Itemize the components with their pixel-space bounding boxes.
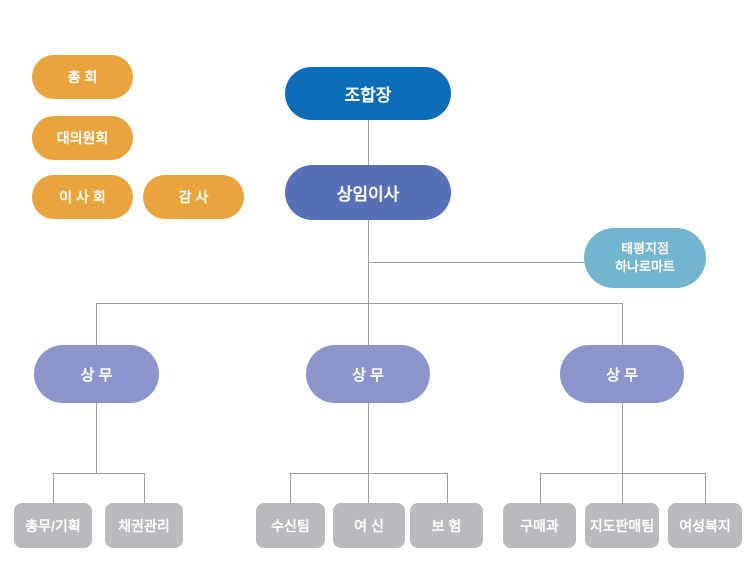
hanaro-branch-line2: 하나로마트	[615, 259, 675, 274]
connector-group3-horizontal	[540, 473, 705, 474]
connector-chairman-exec	[368, 120, 369, 165]
node-dept-loans: 여 신	[333, 503, 405, 548]
connector-group2-drop3	[447, 473, 448, 503]
node-executive-director: 상임이사	[285, 165, 451, 220]
node-chairman: 조합장	[285, 67, 451, 120]
connector-md3-up	[622, 303, 623, 345]
node-dept-general-affairs-planning: 총무/기획	[14, 503, 92, 548]
connector-group3-drop1	[540, 473, 541, 503]
connector-exec-trunk	[368, 220, 369, 345]
node-managing-director-2: 상 무	[306, 345, 430, 403]
connector-group3-drop3	[705, 473, 706, 503]
node-general-assembly: 총 회	[32, 55, 133, 99]
connector-group2-drop1	[290, 473, 291, 503]
node-dept-credit-management: 채권관리	[105, 503, 183, 548]
connector-group1-horizontal	[53, 473, 144, 474]
connector-md1-down	[96, 403, 97, 473]
connector-md1-up	[96, 303, 97, 345]
connector-md3-down	[622, 403, 623, 503]
connector-branch-hanaro	[368, 262, 584, 263]
node-dept-womens-welfare: 여성복지	[668, 503, 742, 548]
node-managing-director-1: 상 무	[34, 345, 159, 403]
connector-group2-horizontal	[290, 473, 447, 474]
node-board-of-directors: 이 사 회	[32, 175, 133, 219]
connector-main-horizontal	[96, 303, 622, 304]
node-auditor: 감 사	[143, 175, 244, 219]
connector-group1-drop1	[53, 473, 54, 503]
node-hanaro-mart-branch: 태평지점 하나로마트	[584, 228, 706, 288]
node-dept-insurance: 보 험	[410, 503, 483, 548]
node-dept-purchasing: 구매과	[503, 503, 576, 548]
node-delegate-council: 대의원회	[32, 116, 133, 160]
connector-group1-drop2	[144, 473, 145, 503]
node-dept-guidance-sales-team: 지도판매팀	[585, 503, 659, 548]
node-managing-director-3: 상 무	[560, 345, 684, 403]
hanaro-branch-line1: 태평지점	[621, 241, 669, 257]
node-dept-deposits-team: 수신팀	[256, 503, 325, 548]
connector-md2-down	[368, 403, 369, 503]
